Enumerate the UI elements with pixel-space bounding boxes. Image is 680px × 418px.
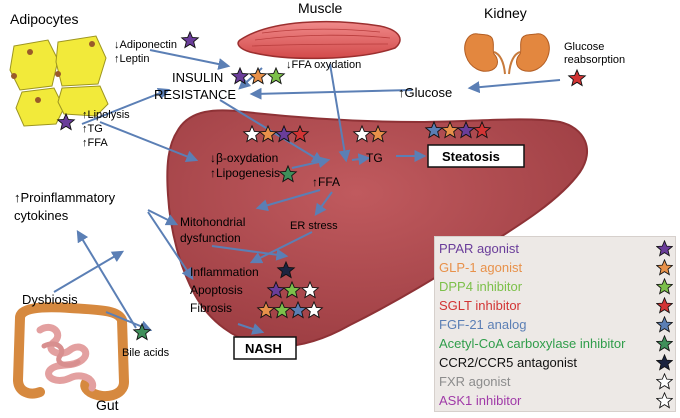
insulin-label: INSULIN — [172, 70, 223, 85]
legend-label: FXR agonist — [439, 374, 511, 389]
steatosis-box — [427, 144, 525, 168]
drug-star-icon — [300, 280, 320, 299]
legend-label: ASK1 inhibitor — [439, 393, 522, 408]
star-icon — [656, 373, 673, 390]
legend-label: SGLT inhibitor — [439, 298, 521, 313]
mitochondrial-label-1: Mitohondrial — [180, 215, 245, 229]
gut-illustration — [12, 302, 130, 402]
drug-star-icon — [424, 120, 444, 139]
steatosis-label: Steatosis — [442, 149, 500, 164]
drug-star-icon — [274, 124, 294, 143]
legend-item-fxr-agonist: FXR agonist — [439, 372, 675, 391]
drug-star-icon — [290, 124, 310, 143]
legend-label: DPP4 inhibitor — [439, 279, 523, 294]
glucose-reabsorption-label-2: reabsorption — [564, 54, 625, 66]
drug-star-icon — [248, 66, 268, 85]
star-icon — [656, 392, 673, 409]
nash-label: NASH — [245, 341, 282, 356]
mitochondrial-label-2: dysfunction — [180, 231, 241, 245]
drug-star-icon — [256, 300, 276, 319]
drug-star-icon — [180, 30, 200, 49]
nash-box — [233, 336, 297, 360]
drug-star-icon — [56, 112, 76, 131]
star-icon — [656, 278, 673, 295]
drug-star-icon — [456, 120, 476, 139]
legend-item-fgf21-analog: FGF-21 analog — [439, 315, 675, 334]
pathway-arrows — [53, 49, 561, 335]
drug-star-icon — [282, 280, 302, 299]
legend-item-glp1-agonist: GLP-1 agonist — [439, 258, 675, 277]
proinflammatory-label-1: ↑Proinflammatory — [14, 190, 116, 205]
drug-star-icon — [132, 322, 152, 341]
drug-star-icon — [242, 124, 262, 143]
dysbiosis-label: Dysbiosis — [22, 292, 78, 307]
drug-stars — [56, 30, 587, 341]
star-icon — [656, 316, 673, 333]
legend-label: Acetyl-CoA carboxylase inhibitor — [439, 336, 626, 351]
drug-star-icon — [272, 300, 292, 319]
kidney-label: Kidney — [484, 5, 527, 21]
tg-up-label: ↑TG — [82, 123, 103, 135]
drug-star-icon — [368, 124, 388, 143]
liver-ffa-label: ↑FFA — [312, 175, 340, 189]
muscle-illustration — [237, 20, 401, 60]
legend-label: PPAR agonist — [439, 241, 519, 256]
adipocytes-illustration — [9, 35, 109, 127]
legend-item-acc-inhibitor: Acetyl-CoA carboxylase inhibitor — [439, 334, 675, 353]
ffa-oxydation-label: ↓FFA oxydation — [286, 59, 361, 71]
glucose-label: ↑Glucose — [398, 85, 452, 100]
drug-star-icon — [440, 120, 460, 139]
legend-label: CCR2/CCR5 antagonist — [439, 355, 578, 370]
legend-item-ppar-agonist: PPAR agonist — [439, 239, 675, 258]
muscle-label: Muscle — [298, 0, 343, 16]
tg-label: TG — [366, 151, 383, 165]
adipocytes-label: Adipocytes — [10, 11, 78, 27]
legend-item-sglt-inhibitor: SGLT inhibitor — [439, 296, 675, 315]
star-icon — [656, 240, 673, 257]
drug-star-icon — [288, 300, 308, 319]
star-icon — [656, 354, 673, 371]
adiponectin-label: ↓Adiponectin — [114, 39, 177, 51]
drug-star-icon — [278, 164, 298, 183]
kidney-illustration — [464, 33, 550, 75]
apoptosis-label: Apoptosis — [190, 283, 243, 297]
legend-item-dpp4-inhibitor: DPP4 inhibitor — [439, 277, 675, 296]
drug-star-icon — [352, 124, 372, 143]
star-icon — [656, 335, 673, 352]
drug-star-icon — [567, 68, 587, 87]
star-icon — [656, 259, 673, 276]
gut-label: Gut — [96, 397, 119, 413]
ffa-up-label: ↑FFA — [82, 137, 108, 149]
glucose-reabsorption-label-1: Glucose — [564, 41, 604, 53]
star-icon — [656, 297, 673, 314]
lipolysis-label: ↑Lipolysis — [82, 109, 130, 121]
resistance-label: RESISTANCE — [154, 87, 236, 102]
legend-label: FGF-21 analog — [439, 317, 527, 332]
legend-label: GLP-1 agonist — [439, 260, 523, 275]
inflammation-label: Inflammation — [190, 265, 259, 279]
legend-item-ask1-inhibitor: ASK1 inhibitor — [439, 391, 675, 410]
lipogenesis-label: ↑Lipogenesis — [210, 166, 280, 180]
beta-oxydation-label: ↓β-oxydation — [210, 151, 278, 165]
drug-star-icon — [304, 300, 324, 319]
er-stress-label: ER stress — [290, 220, 338, 232]
bile-acids-label: Bile acids — [122, 347, 170, 359]
drug-star-icon — [266, 66, 286, 85]
drug-star-icon — [266, 280, 286, 299]
drug-class-legend: PPAR agonist GLP-1 agonist DPP4 inhibito… — [434, 236, 676, 412]
fibrosis-label: Fibrosis — [190, 301, 232, 315]
proinflammatory-label-2: cytokines — [14, 208, 69, 223]
drug-star-icon — [472, 120, 492, 139]
drug-star-icon — [258, 124, 278, 143]
drug-star-icon — [230, 66, 250, 85]
drug-star-icon — [276, 260, 296, 279]
leptin-label: ↑Leptin — [114, 53, 149, 65]
legend-item-ccr2-ccr5-antagonist: CCR2/CCR5 antagonist — [439, 353, 675, 372]
